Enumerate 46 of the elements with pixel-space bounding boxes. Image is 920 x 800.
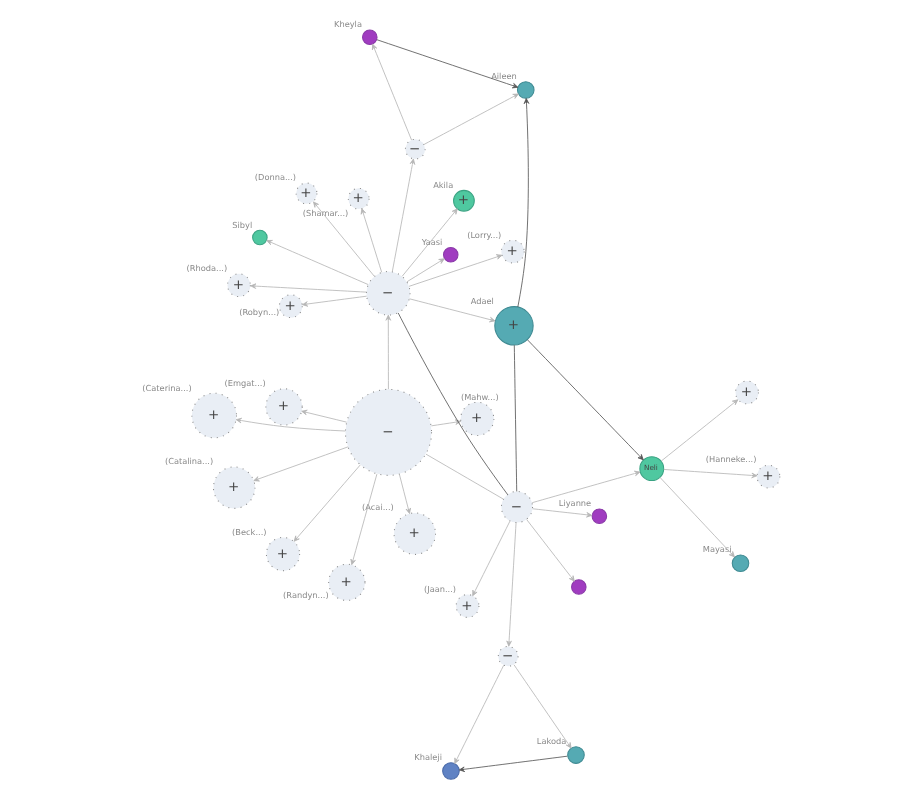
- node-circle: [566, 746, 584, 764]
- arrow: [359, 208, 382, 273]
- node-circle: [361, 29, 377, 46]
- connector: [512, 344, 517, 492]
- arrow: [531, 508, 592, 518]
- node-circle: [570, 579, 586, 595]
- node-circle: [251, 229, 267, 246]
- arrow: [265, 240, 368, 285]
- arrow: [658, 476, 734, 558]
- arrow: [407, 254, 502, 287]
- node-circle: [730, 554, 749, 573]
- node-circle: [590, 508, 607, 524]
- arrow: [292, 464, 360, 542]
- arrow: [312, 201, 374, 277]
- arrow: [300, 295, 367, 307]
- arrow: [252, 446, 348, 482]
- arrow: [471, 520, 510, 597]
- arrow: [390, 158, 415, 273]
- arrow: [457, 755, 567, 772]
- arrow: [234, 417, 345, 432]
- arrow: [370, 43, 411, 141]
- arrow: [516, 98, 529, 308]
- connector: [396, 312, 508, 495]
- arrow: [375, 39, 518, 89]
- arrow: [397, 473, 410, 514]
- arrow: [249, 283, 366, 293]
- node-circle: [441, 762, 459, 780]
- arrow: [384, 314, 391, 390]
- arrow: [525, 519, 574, 582]
- arrow: [408, 298, 495, 323]
- arrow: [512, 664, 571, 749]
- arrow: [505, 522, 516, 647]
- arrow: [429, 419, 461, 427]
- arrow: [530, 470, 640, 504]
- arrow: [526, 339, 643, 461]
- connector: [424, 453, 503, 500]
- node-circle: [442, 247, 458, 263]
- arrow: [349, 473, 377, 566]
- arrow: [400, 208, 457, 277]
- arrow: [405, 258, 444, 283]
- arrow: [659, 399, 738, 462]
- node-circle: [515, 81, 534, 99]
- arrow: [422, 93, 518, 145]
- arrow: [662, 469, 757, 479]
- arrow: [300, 409, 347, 423]
- arrow: [453, 664, 504, 764]
